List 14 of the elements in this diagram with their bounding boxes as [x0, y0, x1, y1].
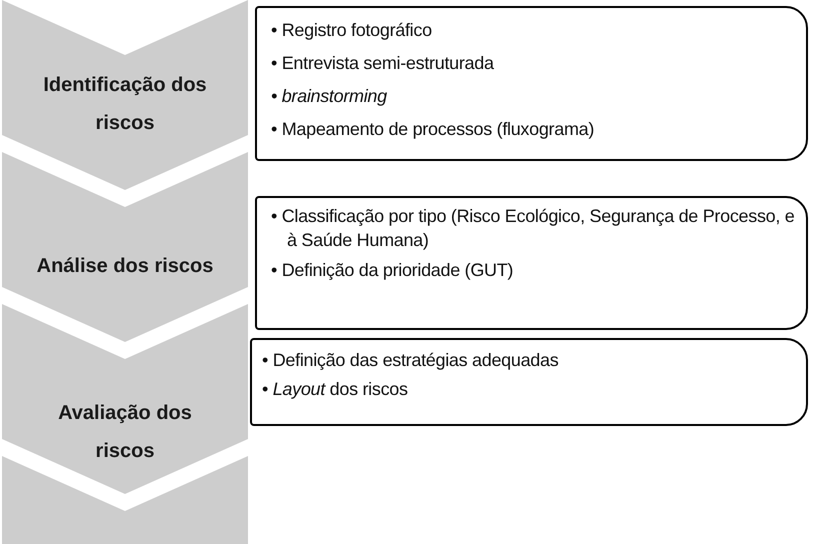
bullet-item: • Definição da prioridade (GUT) — [271, 259, 514, 282]
bullet-item: • Classificação por tipo (Risco Ecológico, Segurança de Processo, e à Saúde Humana) — [271, 205, 796, 252]
bullet-item: • Mapeamento de processos (fluxograma) — [271, 118, 596, 141]
step-label: Análise dos riscos — [36, 254, 214, 279]
text-box — [255, 6, 808, 161]
step-label: Avaliação dos riscos — [57, 401, 193, 464]
bullet-item: • Definição das estratégias adequadas — [262, 349, 560, 372]
bullet-item: • Entrevista semi-estruturada — [271, 52, 495, 75]
text-box — [255, 196, 808, 330]
bullet-item: • Registro fotográfico — [271, 19, 433, 42]
text-box — [250, 338, 808, 426]
step-label: Identificação dos riscos — [42, 73, 208, 136]
bullet-item: • Layout dos riscos — [262, 378, 409, 401]
bullet-item: • brainstorming — [271, 85, 388, 108]
